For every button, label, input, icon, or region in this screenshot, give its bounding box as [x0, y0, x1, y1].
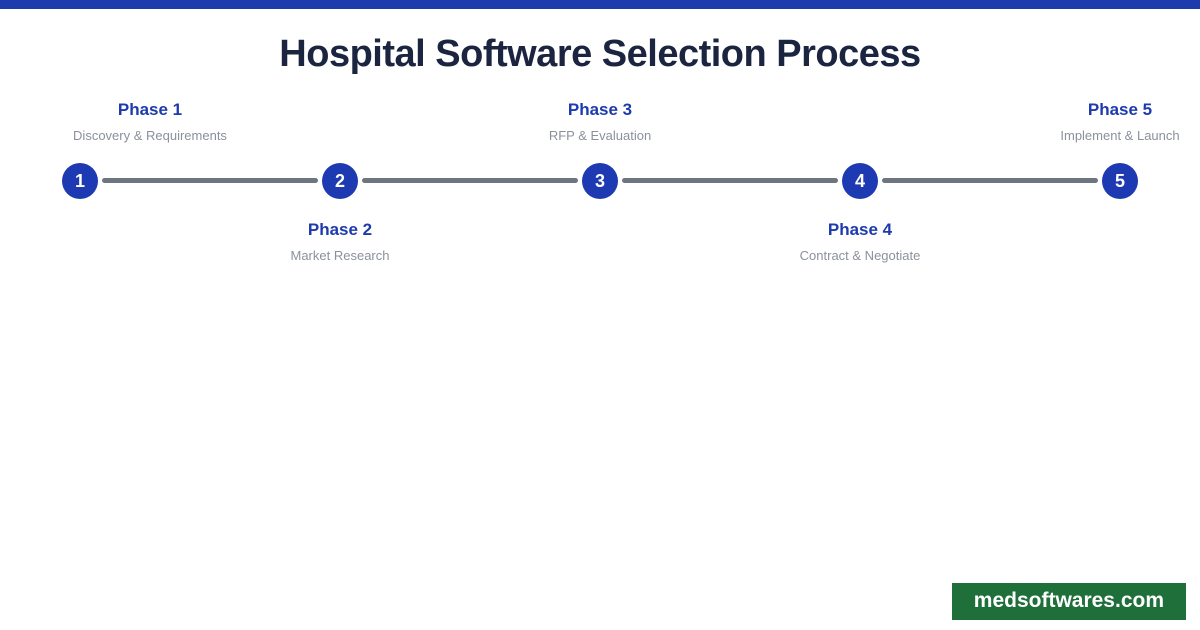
connector-line-2-3	[362, 178, 578, 183]
phase-1-labels: Phase 1 Discovery & Requirements	[0, 98, 300, 146]
phase-4-labels: Phase 4 Contract & Negotiate	[710, 218, 1010, 266]
milestone-circle-3: 3	[582, 163, 618, 199]
phase-2-description: Market Research	[290, 248, 390, 263]
website-badge: medsoftwares.com	[951, 583, 1186, 620]
phase-1-heading: Phase 1	[117, 100, 183, 119]
connector-line-3-4	[622, 178, 838, 183]
milestone-circle-4: 4	[842, 163, 878, 199]
phase-4-heading: Phase 4	[827, 220, 893, 239]
milestone-circle-5: 5	[1102, 163, 1138, 199]
phase-3-description: RFP & Evaluation	[548, 128, 652, 143]
top-accent-bar	[0, 0, 1200, 9]
connector-line-4-5	[882, 178, 1098, 183]
page-title: Hospital Software Selection Process	[279, 33, 921, 75]
milestone-circle-1: 1	[62, 163, 98, 199]
phase-3-heading: Phase 3	[567, 100, 633, 119]
milestone-circle-2: 2	[322, 163, 358, 199]
connector-line-1-2	[102, 178, 318, 183]
phase-5-description: Implement & Launch	[1060, 128, 1180, 143]
phase-4-description: Contract & Negotiate	[799, 248, 921, 263]
phase-1-description: Discovery & Requirements	[73, 128, 227, 143]
phase-2-heading: Phase 2	[307, 220, 373, 239]
phase-5-heading: Phase 5	[1087, 100, 1153, 119]
phase-2-labels: Phase 2 Market Research	[190, 218, 490, 266]
phase-3-labels: Phase 3 RFP & Evaluation	[450, 98, 750, 146]
phase-5-labels: Phase 5 Implement & Launch	[970, 98, 1200, 146]
